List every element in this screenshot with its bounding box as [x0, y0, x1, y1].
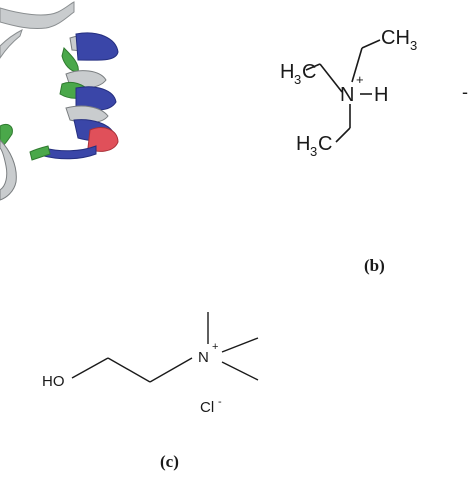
- ribbon-segment-top: [0, 1, 75, 29]
- atom-h3c-left-h: H: [280, 61, 294, 83]
- ribbon-segment-left-upper: [0, 29, 23, 59]
- bond-ethyl-top-ch3: [361, 39, 381, 49]
- bond-o-c1: [71, 357, 109, 379]
- bond-n-ethyl-left: [319, 63, 343, 93]
- ribbon-strand-blue: [43, 145, 97, 160]
- panel-label-c: (c): [160, 452, 179, 471]
- nitrogen-charge-choline: +: [212, 341, 218, 353]
- chloride-charge: -: [218, 396, 222, 408]
- atom-ch3-top-subscript: 3: [410, 38, 417, 53]
- bond-n-ethyl-top: [351, 47, 363, 83]
- ribbon-helix-blue-1: [75, 32, 119, 61]
- bond-ethyl-bottom-ch3: [335, 127, 351, 143]
- choline-labels: HO N + Cl -: [42, 341, 222, 416]
- nitrogen-charge: +: [356, 72, 364, 87]
- atom-h3c-left-c: C: [302, 61, 316, 83]
- protein-ribbon: [0, 1, 119, 201]
- atom-hydroxyl: HO: [42, 373, 65, 390]
- bond-ethyl-left-ch3: [305, 63, 321, 71]
- atom-h3c-bottom-h: H: [296, 133, 310, 155]
- bond-n-methyl-right: [221, 337, 259, 353]
- atom-ch3-top: CH: [381, 27, 410, 49]
- atom-h3c-left-subscript: 3: [294, 72, 301, 87]
- ribbon-strand-green: [29, 145, 51, 161]
- ribbon-helix-green-1: [61, 47, 79, 73]
- bond-c1-c2: [107, 357, 151, 383]
- atom-h3c-bottom-c: C: [318, 133, 332, 155]
- atom-nitrogen: N: [340, 84, 354, 106]
- trailing-dash: -: [462, 82, 468, 102]
- atom-h3c-bottom-subscript: 3: [310, 144, 317, 159]
- atom-chloride: Cl: [200, 399, 214, 416]
- atom-hydrogen: H: [374, 84, 388, 106]
- ribbon-loop-lower: [0, 139, 17, 201]
- atom-nitrogen-choline: N: [198, 349, 209, 366]
- bond-c2-n: [149, 357, 193, 383]
- triethylammonium-structure: [305, 39, 381, 143]
- choline-structure: [71, 312, 259, 383]
- triethylammonium-labels: CH 3 H 3 C H 3 C N + H -: [280, 27, 468, 159]
- bond-n-methyl-lower: [221, 361, 259, 381]
- panel-label-b: (b): [364, 256, 385, 275]
